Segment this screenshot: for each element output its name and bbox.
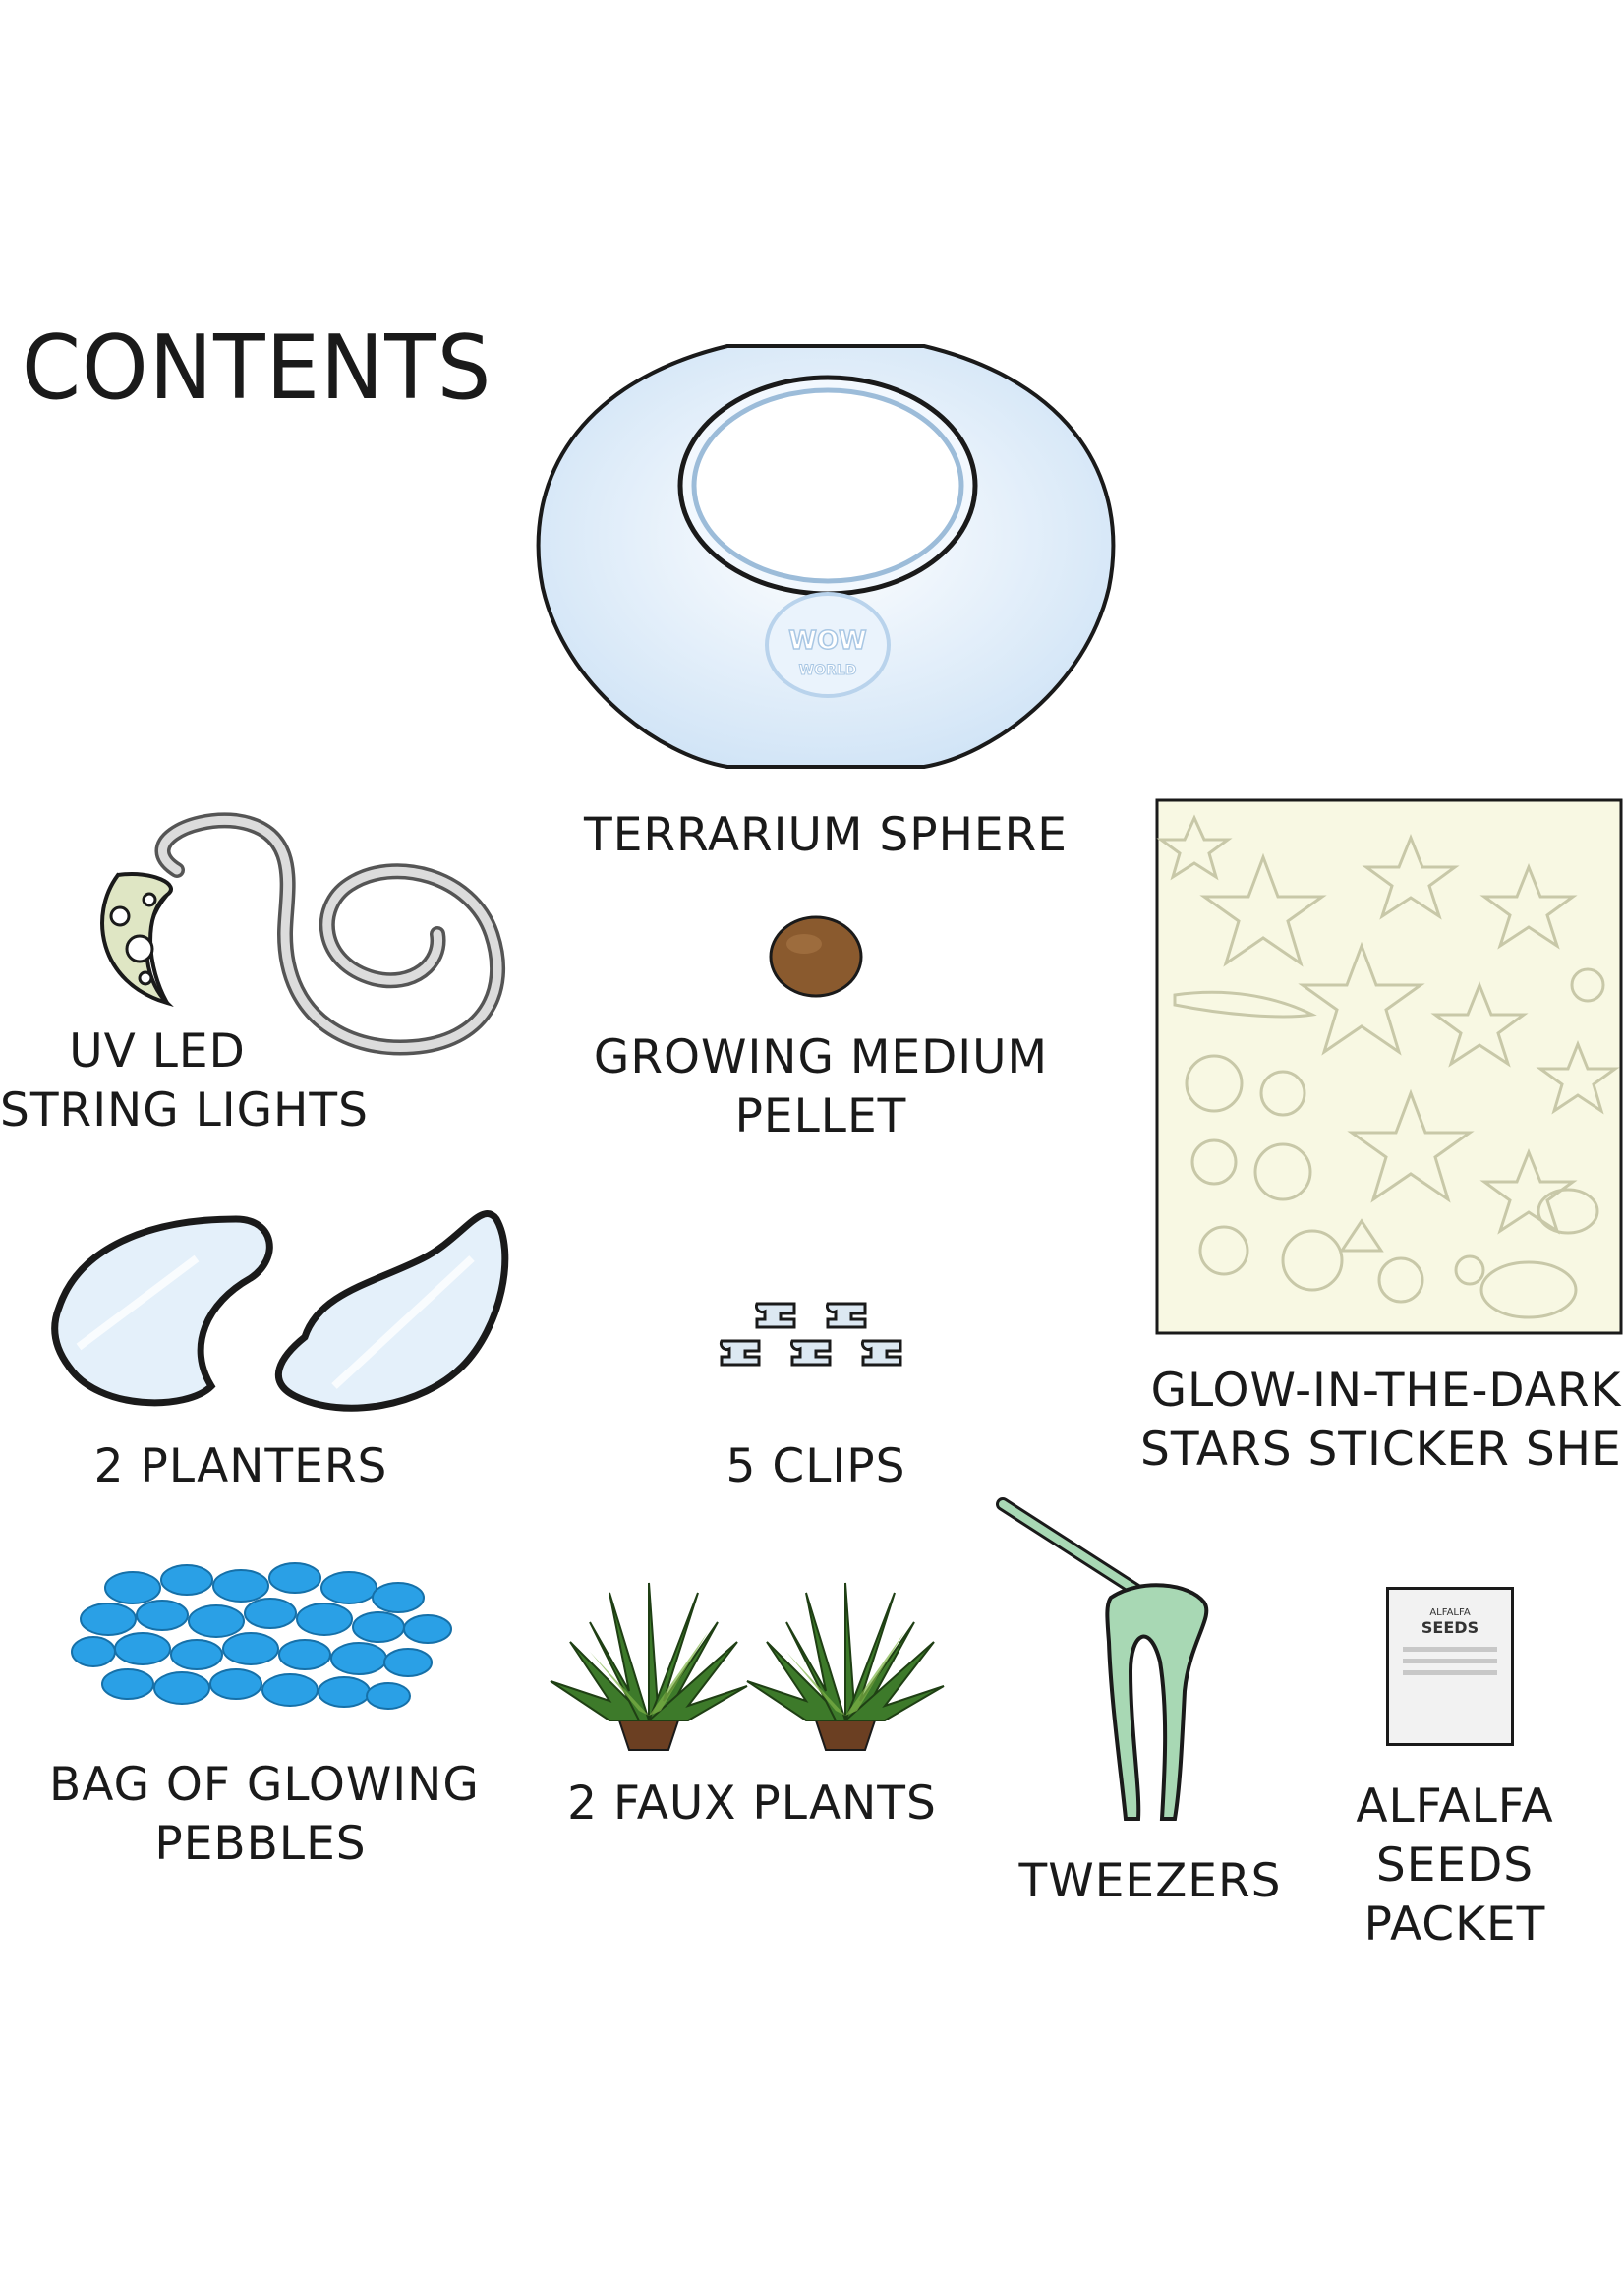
seed-packet-label-line: SEEDS bbox=[1375, 1838, 1535, 1893]
tweezers-illustration bbox=[996, 1497, 1209, 1821]
sticker-sheet-label: GLOW-IN-THE-DARK STARS STICKER SHEET bbox=[1140, 1362, 1624, 1480]
seed-packet-illustration: ALFALFA SEEDS bbox=[1386, 1587, 1514, 1746]
seed-packet-title: SEEDS bbox=[1421, 1618, 1479, 1637]
faux-plants-label-line: 2 FAUX PLANTS bbox=[567, 1777, 937, 1831]
string-lights-label-line: STRING LIGHTS bbox=[0, 1083, 369, 1137]
tweezers-label: TWEEZERS bbox=[1013, 1852, 1288, 1911]
planters-illustration bbox=[51, 1210, 509, 1412]
sticker-sheet-illustration bbox=[1155, 798, 1623, 1335]
seed-packet-brand: ALFALFA bbox=[1429, 1607, 1471, 1618]
seed-packet-label: ALFALFA SEEDS PACKET bbox=[1337, 1778, 1573, 1954]
terrarium-sphere-illustration: WOW WORLD bbox=[536, 344, 1116, 769]
sphere-logo-subtext: WORLD bbox=[799, 663, 857, 678]
pellet-label-line: GROWING MEDIUM bbox=[593, 1030, 1049, 1084]
faux-plants-illustration bbox=[550, 1582, 945, 1751]
planters-label: 2 PLANTERS bbox=[79, 1437, 403, 1496]
pellet-label: GROWING MEDIUM PELLET bbox=[570, 1028, 1072, 1146]
pellet-illustration bbox=[769, 915, 863, 998]
sphere-logo-text: WOW bbox=[788, 626, 866, 656]
planters-label-line: 2 PLANTERS bbox=[93, 1439, 388, 1493]
clips-label-line: 5 CLIPS bbox=[725, 1439, 906, 1493]
terrarium-label: TERRARIUM SPHERE bbox=[551, 806, 1101, 865]
string-lights-label: UV LED STRING LIGHTS bbox=[0, 1022, 369, 1140]
seed-packet-label-line: PACKET bbox=[1363, 1897, 1546, 1952]
pebbles-label-line: BAG OF GLOWING bbox=[49, 1758, 480, 1812]
clips-illustration bbox=[719, 1302, 902, 1367]
seed-packet-label-line: ALFALFA bbox=[1356, 1779, 1554, 1834]
clips-label: 5 CLIPS bbox=[678, 1437, 954, 1496]
seed-packet-line bbox=[1403, 1647, 1497, 1652]
seed-packet-line bbox=[1403, 1659, 1497, 1663]
pebbles-illustration bbox=[71, 1562, 452, 1710]
pebbles-label: BAG OF GLOWING PEBBLES bbox=[49, 1756, 480, 1874]
pellet-label-line: PELLET bbox=[734, 1089, 907, 1143]
seed-packet-line bbox=[1403, 1670, 1497, 1675]
terrarium-label-line: TERRARIUM SPHERE bbox=[584, 808, 1068, 862]
string-lights-illustration bbox=[100, 812, 506, 1056]
pebbles-label-line: PEBBLES bbox=[154, 1817, 367, 1871]
string-lights-label-line: UV LED bbox=[69, 1024, 246, 1079]
sticker-sheet-label-line: GLOW-IN-THE-DARK bbox=[1150, 1364, 1622, 1418]
page-title: CONTENTS bbox=[22, 317, 493, 420]
faux-plants-label: 2 FAUX PLANTS bbox=[551, 1775, 954, 1834]
tweezers-label-line: TWEEZERS bbox=[1018, 1854, 1282, 1908]
sticker-sheet-label-line: STARS STICKER SHEET bbox=[1140, 1423, 1624, 1477]
